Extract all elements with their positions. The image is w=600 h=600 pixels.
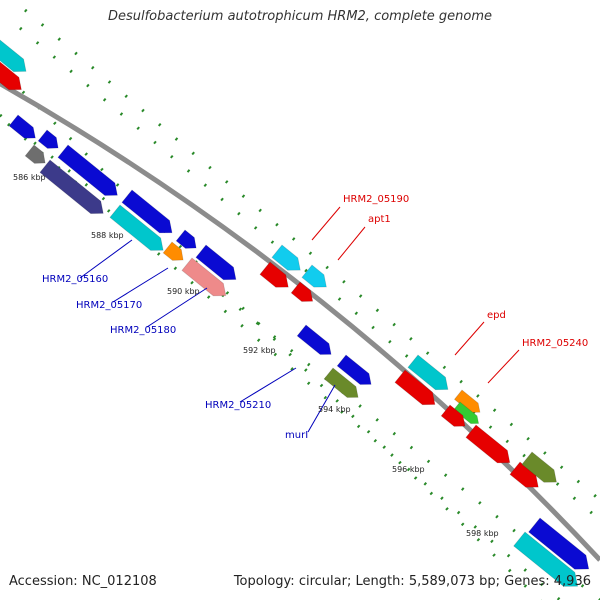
- gene-arrow-blue-4: [121, 189, 173, 234]
- gene-label-hrm2-05210-leader: [239, 367, 297, 403]
- accession-info: Accession: NC_012108: [9, 574, 157, 589]
- gene-arrow-green: [453, 401, 480, 425]
- gene-arrow-blue-3: [57, 144, 118, 196]
- map-title: Desulfobacterium autotrophicum HRM2, com…: [107, 9, 493, 24]
- gene-features: [0, 39, 590, 587]
- tick-ring-2: [0, 113, 600, 600]
- gene-label-hrm2-05190[interactable]: HRM2_05190: [343, 194, 409, 205]
- gene-label-hrm2-05170[interactable]: HRM2_05170: [76, 300, 142, 311]
- accession-value: NC_012108: [81, 574, 157, 589]
- gene-label-hrm2-05240-leader: [487, 349, 520, 384]
- backbone-line: [0, 80, 600, 562]
- gene-label-hrm2-05240[interactable]: HRM2_05240: [522, 338, 588, 349]
- gene-arrow-red-4: [394, 369, 436, 406]
- length-value: 5,589,073 bp: [408, 574, 496, 589]
- gene-arrow-red-6: [465, 424, 511, 464]
- tick-ring-3: [0, 67, 542, 600]
- gene-label-hrm2-05180[interactable]: HRM2_05180: [110, 325, 176, 336]
- genes-label: Genes:: [504, 574, 550, 589]
- gene-label-epd[interactable]: epd: [487, 310, 506, 321]
- gene-arrow-cyan-3: [513, 531, 579, 587]
- gene-arrow-hrm2-05190[interactable]: [271, 244, 305, 276]
- ruler-label-592-kbp: 592 kbp: [243, 346, 276, 355]
- ruler-label-598-kbp: 598 kbp: [466, 529, 499, 538]
- gene-arrow-apt1[interactable]: [301, 264, 331, 293]
- gene-label-hrm2-05160-leader: [79, 239, 133, 279]
- accession-label: Accession:: [9, 574, 78, 589]
- gene-label-hrm2-05190-leader: [311, 206, 341, 241]
- gene-label-hrm2-05170-leader: [112, 267, 169, 303]
- ruler-labels: 586 kbp 588 kbp 590 kbp 592 kbp 594 kbp 596 k…: [13, 173, 499, 538]
- gene-arrow-epd[interactable]: [407, 354, 453, 396]
- gene-arrow-red-3: [290, 281, 314, 302]
- ruler-label-590-kbp: 590 kbp: [167, 287, 200, 296]
- gene-arrow-upper-cyan: [0, 39, 27, 72]
- gene-arrow-blue-1: [8, 114, 36, 139]
- topology-value: circular: [298, 574, 347, 589]
- ruler-label-588-kbp: 588 kbp: [91, 231, 124, 240]
- gene-arrow-orange-1: [162, 241, 184, 261]
- genome-backbone: [0, 80, 600, 562]
- gene-arrow-olive-2: [521, 451, 557, 483]
- genes-value: 4,936: [553, 574, 591, 589]
- gene-arrow-blue-2: [37, 129, 59, 149]
- gene-arrow-blue-7: [336, 354, 372, 385]
- topology-label: Topology:: [233, 574, 295, 589]
- gene-arrow-muri[interactable]: [323, 367, 362, 403]
- gene-label-apt1-leader: [337, 226, 366, 261]
- gene-arrow-salmon: [181, 257, 227, 297]
- gene-label-hrm2-05180-leader: [146, 287, 208, 328]
- ruler-label-596-kbp: 596 kbp: [392, 465, 425, 474]
- gene-arrow-upper-red: [0, 61, 22, 91]
- gene-label-muri-leader: [307, 384, 336, 433]
- gene-arrow-red-2: [259, 261, 289, 288]
- gene-label-muri[interactable]: murI: [285, 430, 308, 441]
- gene-label-epd-leader: [454, 321, 485, 356]
- genome-summary: Topology: circular; Length: 5,589,073 bp…: [233, 574, 591, 589]
- gene-arrow-hrm2-05210[interactable]: [296, 324, 335, 360]
- gene-arrow-gray: [24, 144, 46, 164]
- gene-label-hrm2-05160[interactable]: HRM2_05160: [42, 274, 108, 285]
- gene-label-apt1[interactable]: apt1: [368, 214, 391, 225]
- gene-arrow-blue-8: [528, 517, 590, 570]
- gene-arrow-blue-6: [195, 244, 237, 281]
- gene-arrow-cyan-2: [109, 204, 164, 251]
- ruler-label-594-kbp: 594 kbp: [318, 405, 351, 414]
- gene-arrow-hrm2-05240[interactable]: [453, 389, 483, 417]
- gene-arrow-blue-5: [175, 229, 197, 249]
- gene-arrow-red-5: [440, 404, 466, 427]
- length-label: Length:: [355, 574, 405, 589]
- ruler-label-586-kbp: 586 kbp: [13, 173, 46, 182]
- gene-label-hrm2-05210[interactable]: HRM2_05210: [205, 400, 271, 411]
- gene-arrow-navy: [39, 159, 104, 214]
